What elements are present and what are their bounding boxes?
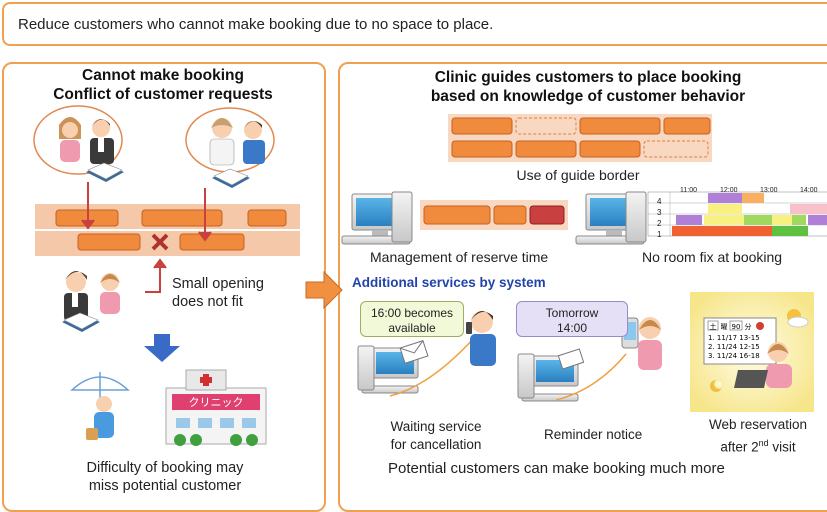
conflict-x-icon (151, 233, 169, 251)
customer-walking-away (70, 372, 130, 440)
schedule-time-1400: 14:00 (800, 187, 818, 194)
reserve-pc-icon (341, 191, 413, 245)
customers-calling-group-3 (62, 271, 120, 332)
small-opening-line1: Small opening (172, 276, 264, 292)
reminder-illustration (517, 317, 662, 402)
transition-arrow-icon (305, 270, 343, 310)
summary-banner: Reduce customers who cannot make booking… (2, 2, 827, 46)
room-schedule-grid (647, 191, 827, 237)
problem-conclusion-line1: Difficulty of booking may (86, 460, 244, 476)
cancellation-bubble-line1: 16:00 becomes (370, 306, 454, 320)
web-reservation-label: Web reservation after 2nd visit (694, 416, 822, 457)
web-slot-3: 3. 11/24 16-18 (708, 352, 760, 360)
problem-conclusion-line2: miss potential customer (88, 478, 242, 494)
cancellation-bubble-line2: available (388, 321, 436, 335)
web-line2-suffix: visit (768, 439, 796, 455)
waiting-service-label: Waiting service for cancellation (372, 418, 500, 454)
customers-calling-group-2 (185, 107, 275, 173)
solution-conclusion: Potential customers can make booking muc… (388, 460, 725, 477)
web-line2-sup: nd (758, 438, 769, 448)
guide-border-illustration (448, 114, 712, 162)
solution-title-line1: Clinic guides customers to place booking (434, 69, 742, 86)
request-arrows (81, 182, 212, 293)
web-minutes-text: 90 (732, 323, 741, 331)
solution-title-line2: based on knowledge of customer behavior (430, 88, 746, 105)
problem-title-line1: Cannot make booking (82, 67, 244, 84)
web-reservation-line2: after 2nd visit (694, 434, 822, 457)
banner-text: Reduce customers who cannot make booking… (18, 16, 494, 33)
no-room-label: No room fix at booking (642, 249, 783, 265)
reminder-bubble-line2: 14:00 (556, 321, 588, 335)
customers-calling-group-1 (33, 105, 123, 175)
down-arrow-icon (144, 334, 180, 362)
small-opening-label: Small opening does not fit (172, 275, 264, 311)
services-header: Additional services by system (352, 275, 546, 290)
diagram-graphics: クリニック (33, 105, 827, 446)
web-youbi-text: 曜 (721, 323, 728, 331)
web-slot-2: 2. 11/24 12-15 (708, 343, 760, 351)
waiting-service-line2: for cancellation (390, 437, 482, 452)
book-icon-2 (212, 168, 250, 188)
web-slot-1: 1. 11/17 13-15 (708, 334, 760, 342)
reserve-time-label: Management of reserve time (370, 249, 549, 265)
problem-title: Cannot make booking Conflict of customer… (0, 66, 326, 104)
web-reservation-line1: Web reservation (708, 417, 808, 432)
sun-cloud-icon (787, 309, 809, 328)
solution-title: Clinic guides customers to place booking… (338, 68, 827, 106)
guide-border-label: Use of guide border (516, 167, 640, 183)
reminder-label: Reminder notice (544, 427, 643, 442)
web-fun-text: 分 (745, 322, 752, 331)
schedule-time-1100: 11:00 (680, 187, 697, 194)
book-icon-1 (86, 162, 124, 182)
clinic-sign-text: クリニック (189, 396, 244, 409)
problem-conclusion: Difficulty of booking may miss potential… (20, 459, 310, 495)
schedule-pc-icon (575, 191, 647, 245)
reminder-bubble-line1: Tomorrow (545, 306, 599, 320)
waiting-service-illustration (357, 311, 496, 397)
reminder-bubble: Tomorrow 14:00 (516, 301, 628, 337)
small-opening-line2: does not fit (172, 294, 243, 310)
schedule-row-1: 1 (657, 230, 662, 239)
reserve-time-blocks (420, 200, 568, 230)
schedule-time-1200: 12:00 (720, 187, 738, 194)
schedule-time-1300: 13:00 (760, 187, 778, 194)
schedule-row-2: 2 (657, 219, 662, 228)
web-line2-prefix: after 2 (720, 439, 759, 455)
cancellation-bubble: 16:00 becomes available (360, 301, 464, 337)
schedule-row-3: 3 (657, 208, 662, 217)
moon-icon (710, 379, 724, 392)
web-day-text: 土 (710, 322, 717, 331)
clinic-building: クリニック (165, 369, 267, 446)
waiting-service-line1: Waiting service (390, 419, 482, 434)
web-reservation-illustration: 土 曜 90 分 1. 11/17 13-15 2. 11/24 12-15 3… (690, 292, 814, 412)
schedule-row-4: 4 (657, 197, 662, 206)
problem-title-line2: Conflict of customer requests (53, 86, 273, 103)
